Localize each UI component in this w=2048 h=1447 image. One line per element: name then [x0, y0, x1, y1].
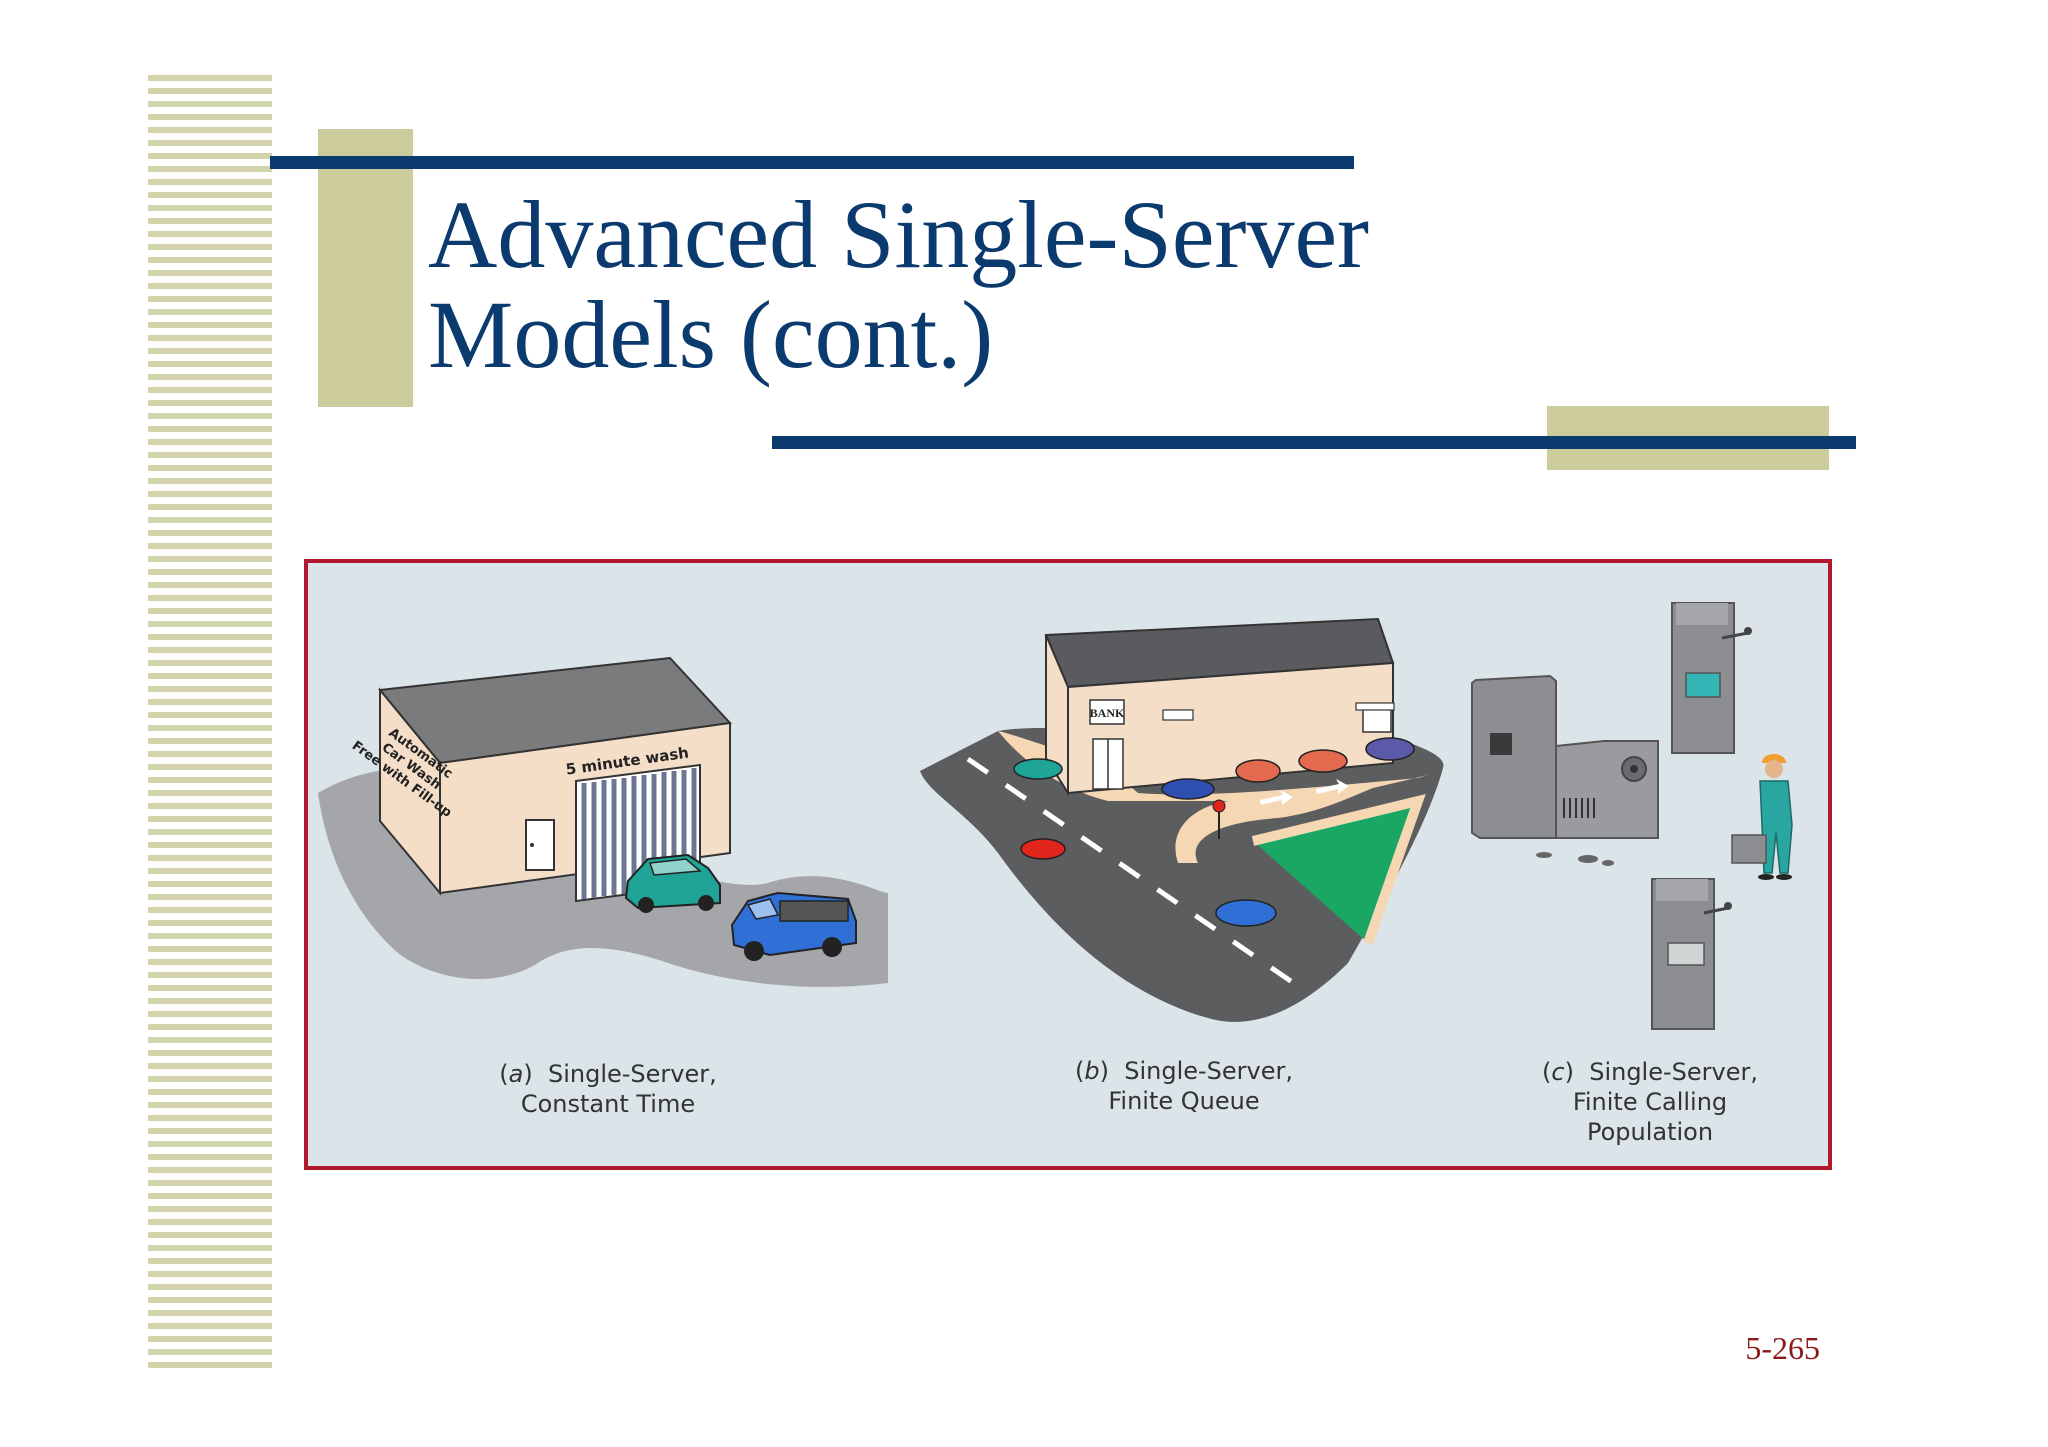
caption-b-line-2: Finite Queue	[1108, 1087, 1260, 1115]
caption-b-line-1: (b) Single-Server,	[1074, 1057, 1293, 1085]
caption-c-line-1: (c) Single-Server,	[1542, 1058, 1758, 1086]
title-accent-block	[318, 129, 413, 407]
caption-panel-a: (a) Single-Server, Constant Time	[448, 1059, 768, 1119]
caption-a-letter: a	[508, 1060, 524, 1088]
page-number: 5-265	[1745, 1330, 1820, 1366]
bank-sign: BANK	[1090, 706, 1125, 720]
caption-b-letter: b	[1084, 1057, 1100, 1085]
caption-panel-c: (c) Single-Server, Finite Calling Popula…	[1490, 1057, 1810, 1147]
caption-a-text-1: Single-Server,	[547, 1060, 717, 1088]
car-wash-illustration: Automatic Car Wash Free with Fill-up 5 m…	[318, 656, 888, 987]
teal-car	[624, 853, 721, 913]
decorative-stripes	[148, 75, 272, 1370]
caption-c-text-1: Single-Server,	[1589, 1058, 1758, 1086]
caption-c-line-3: Population	[1586, 1118, 1714, 1146]
bank-illustration: BANK	[920, 617, 1444, 1022]
figure-illustration: Automatic Car Wash Free with Fill-up 5 m…	[318, 602, 1793, 1030]
caption-a-line-1: (a) Single-Server,	[499, 1060, 717, 1088]
queued-cars	[1013, 737, 1415, 927]
top-rule	[270, 156, 1354, 169]
title-line-2: Models (cont.)	[428, 281, 994, 388]
repairman	[1731, 754, 1793, 880]
queue-models-figure: Automatic Car Wash Free with Fill-up 5 m…	[304, 559, 1832, 1170]
title-line-1: Advanced Single-Server	[428, 181, 1370, 288]
slide-title: Advanced Single-Server Models (cont.)	[428, 185, 1369, 385]
caption-panel-b: (b) Single-Server, Finite Queue	[1024, 1056, 1344, 1116]
caption-b-text-1: Single-Server,	[1124, 1057, 1293, 1085]
bottom-rule	[772, 436, 1856, 449]
caption-a-line-2: Constant Time	[520, 1090, 696, 1118]
caption-c-letter: c	[1551, 1058, 1565, 1086]
blue-truck	[730, 891, 857, 961]
caption-c-line-2: Finite Calling	[1572, 1088, 1728, 1116]
machines-illustration	[1471, 602, 1793, 1030]
